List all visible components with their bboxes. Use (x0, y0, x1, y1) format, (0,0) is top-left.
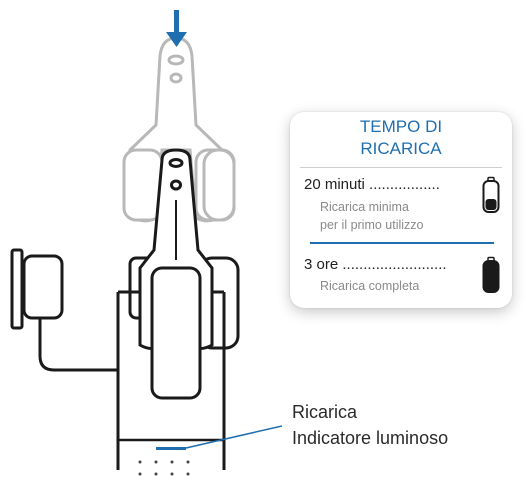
callout-leader (185, 425, 283, 449)
row2-desc: Ricarica completa (320, 277, 419, 295)
ghost-earpiece (202, 148, 236, 222)
callout-line2: Indicatore luminoso (292, 428, 449, 448)
battery-partial-icon (482, 176, 500, 213)
row1-time: 20 minuti (304, 176, 365, 193)
charging-time-card: TEMPO DI RICARICA 20 minuti ............… (290, 112, 512, 308)
row1-desc-line1: Ricarica minima (320, 200, 409, 214)
power-adapter (10, 248, 118, 372)
row1-desc-line2: per il primo utilizzo (320, 218, 424, 232)
row1-main: 20 minuti ................. (304, 176, 440, 193)
row1-desc: Ricarica minima per il primo utilizzo (320, 198, 424, 234)
card-title-line1: TEMPO DI (359, 117, 443, 136)
down-arrow-icon (166, 10, 187, 47)
row-divider (310, 242, 494, 244)
row2-time: 3 ore (304, 256, 339, 273)
battery-full-icon (482, 256, 500, 293)
seated-headset (138, 148, 214, 400)
card-title-line2: RICARICA (360, 139, 442, 158)
row2-main: 3 ore ......................... (304, 256, 447, 273)
title-divider (300, 167, 502, 168)
callout-line1: Ricarica (292, 402, 358, 422)
row2-desc-line1: Ricarica completa (320, 279, 420, 293)
card-title: TEMPO DI RICARICA (290, 116, 512, 160)
row2-dots: ......................... (342, 256, 447, 273)
indicator-light (118, 438, 224, 476)
row1-dots: ................. (369, 176, 440, 193)
